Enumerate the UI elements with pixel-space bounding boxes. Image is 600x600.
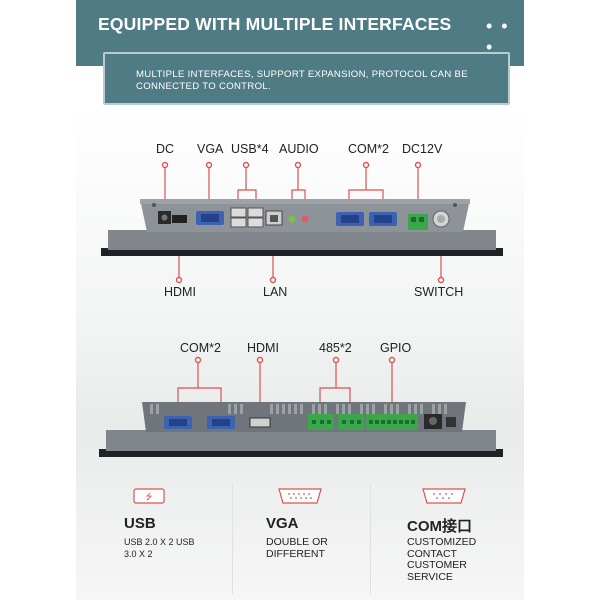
ellipsis-icon[interactable]: • • • [486,16,510,57]
divider [232,484,233,594]
label-dc: DC [156,142,175,156]
callout-dots [161,161,445,284]
label-gpio: GPIO [380,341,412,355]
divider [370,484,371,594]
feature-title-vga: VGA [266,515,299,532]
label-dc12v: DC12V [402,142,443,156]
label-usb: USB*4 [231,142,269,156]
svg-text:⭍: ⭍ [145,492,153,503]
callout-dots-panel2 [194,356,396,364]
label-com-2: COM*2 [180,341,221,355]
device-top-panel [101,199,503,256]
label-485: 485*2 [319,341,352,355]
label-lan: LAN [263,285,288,299]
device-bottom-panel [99,402,503,457]
label-vga: VGA [197,142,224,156]
feature-desc-com-1: CUSTOMIZED [407,536,477,548]
subtitle-text: MULTIPLE INTERFACES, SUPPORT EXPANSION, … [136,69,468,92]
feature-title-usb: USB [124,515,156,532]
feature-title-com: COM接口 [407,518,472,535]
feature-desc-usb-1: USB 2.0 X 2 USB [124,537,195,547]
feature-desc-com-4: SERVICE [407,570,453,583]
feature-desc-vga-1: DOUBLE OR [266,536,328,548]
label-hdmi-2: HDMI [247,341,279,355]
label-com: COM*2 [348,142,389,156]
label-switch: SWITCH [414,285,464,299]
vga-port-icon [278,488,322,504]
usb-icon: ⭍ [133,488,165,504]
content-background [76,106,524,600]
com-port-icon [422,488,466,504]
subtitle-box: MULTIPLE INTERFACES, SUPPORT EXPANSION, … [103,52,510,105]
feature-desc-com-3: CUSTOMER [407,559,467,571]
feature-desc-usb-2: 3.0 X 2 [124,549,153,559]
label-hdmi: HDMI [164,285,196,299]
feature-desc-com-2: CONTACT [407,547,457,560]
page-title: EQUIPPED WITH MULTIPLE INTERFACES [98,14,452,34]
feature-desc-vga-2: DIFFERENT [266,547,325,560]
label-audio: AUDIO [279,142,319,156]
